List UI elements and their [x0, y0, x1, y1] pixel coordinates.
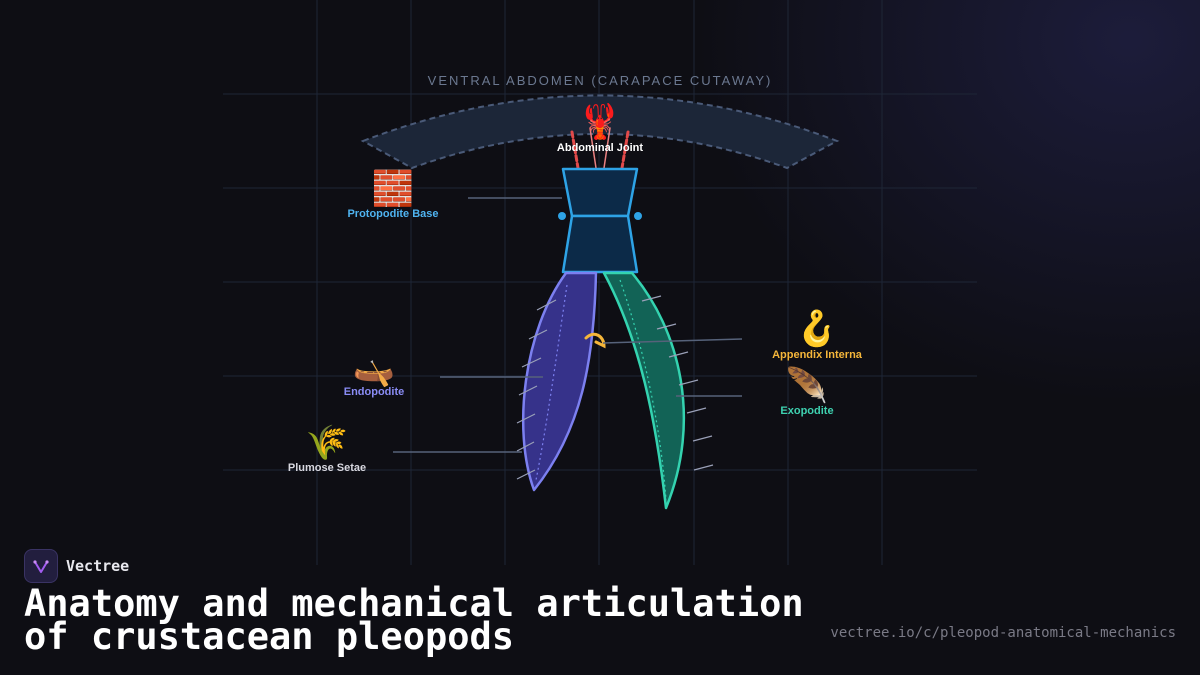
wheat-icon: 🌾: [306, 424, 348, 462]
label-endopodite: 🛶 Endopodite: [344, 350, 405, 398]
background-grid: [223, 0, 977, 565]
footer: Vectree Anatomy and mechanical articulat…: [24, 549, 804, 658]
brand-name: Vectree: [66, 557, 130, 575]
source-url[interactable]: vectree.io/c/pleopod-anatomical-mechanic…: [830, 625, 1176, 641]
vectree-logo-icon: [24, 549, 58, 583]
endopodite: [516, 271, 598, 492]
label-protopodite-base: 🧱 Protopodite Base: [347, 169, 438, 220]
hinge-left: [558, 212, 566, 220]
brand[interactable]: Vectree: [24, 549, 804, 583]
hook-icon: 🪝: [796, 309, 838, 349]
feather-icon: 🪶: [786, 365, 828, 405]
appendix-interna-label: Appendix Interna: [772, 349, 863, 361]
endopodite-label: Endopodite: [344, 386, 405, 398]
appendix-interna: [584, 332, 606, 349]
plumose-setae-label: Plumose Setae: [288, 462, 366, 474]
canoe-icon: 🛶: [353, 350, 395, 388]
abdominal-joint-label: Abdominal Joint: [557, 142, 644, 154]
brick-icon: 🧱: [372, 169, 414, 208]
exopodite-setae: [641, 295, 714, 471]
lobster-icon: 🦞: [579, 102, 621, 141]
page-title-line-1: Anatomy and mechanical articulation: [24, 582, 804, 625]
hinge-right: [634, 212, 642, 220]
abdominal-muscles: [570, 127, 630, 170]
protopodite-base-label: Protopodite Base: [347, 208, 438, 220]
page-title-line-2: of crustacean pleopods: [24, 615, 515, 658]
page-title: Anatomy and mechanical articulation of c…: [24, 582, 804, 658]
label-exopodite: 🪶 Exopodite: [780, 365, 833, 417]
exopodite: [602, 271, 714, 510]
pleopod-diagram: VENTRAL ABDOMEN (CARAPACE CUTAWAY): [223, 0, 977, 565]
exopodite-label: Exopodite: [780, 405, 833, 417]
carapace-cutaway: [360, 94, 840, 170]
endopodite-setae: [516, 299, 557, 480]
section-title: VENTRAL ABDOMEN (CARAPACE CUTAWAY): [428, 73, 773, 88]
protopodite: [558, 167, 642, 274]
label-appendix-interna: 🪝 Appendix Interna: [772, 309, 863, 361]
leader-lines: [393, 197, 743, 453]
label-abdominal-joint: 🦞 Abdominal Joint: [557, 102, 644, 154]
label-plumose-setae: 🌾 Plumose Setae: [288, 424, 366, 474]
